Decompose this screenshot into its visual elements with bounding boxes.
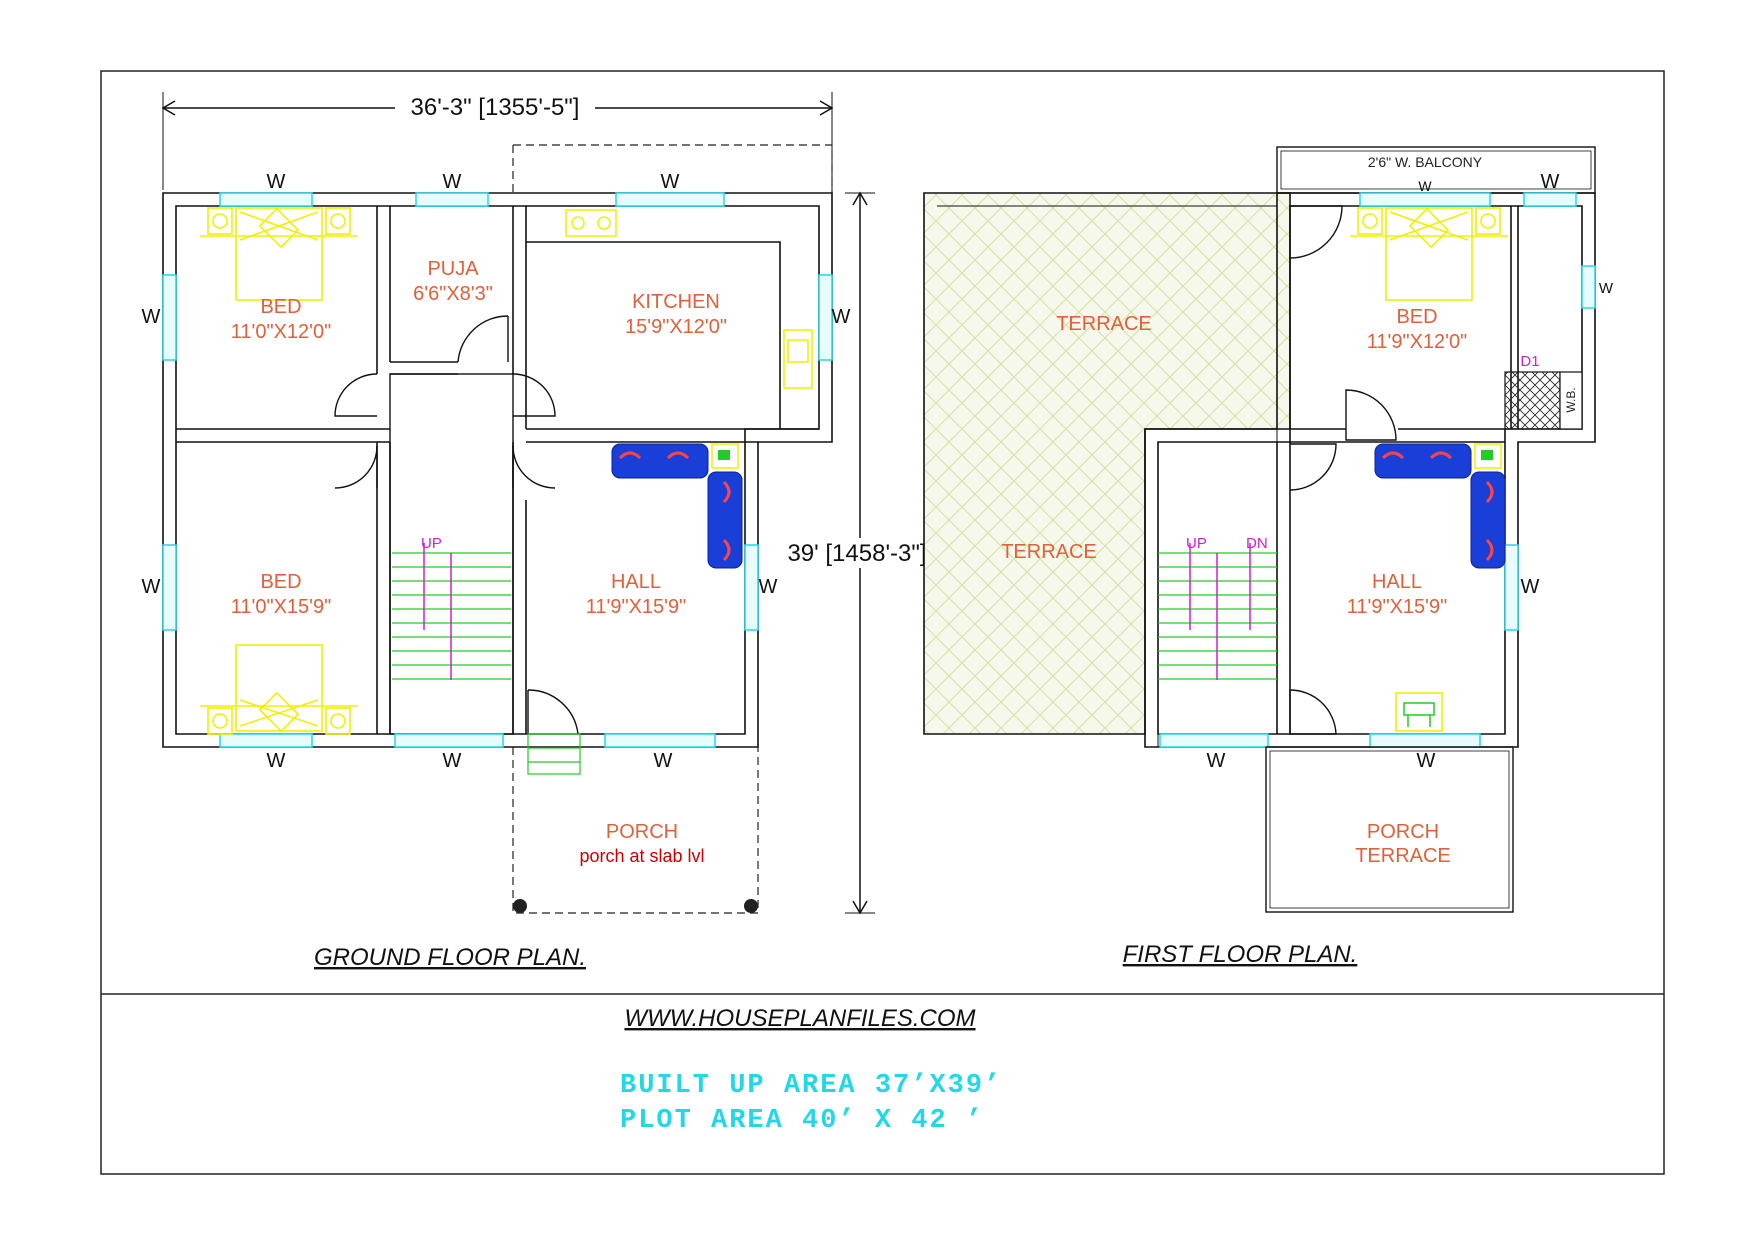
room-size: 11'0"X12'0" <box>231 321 331 343</box>
window-label: W <box>1541 171 1560 193</box>
room-size: 11'9"X15'9" <box>1347 596 1447 618</box>
ground-windows <box>162 192 833 748</box>
window-label: W <box>832 306 851 328</box>
terrace-label: TERRACE <box>1001 541 1097 563</box>
window-label: W <box>142 576 161 598</box>
window-label: W <box>267 171 286 193</box>
stove-icon <box>565 209 617 237</box>
tv-unit-icon <box>1395 692 1443 732</box>
ground-doors <box>334 315 579 735</box>
window-label: W <box>1417 750 1436 772</box>
room-size: 11'9"X12'0" <box>1367 331 1467 353</box>
room-size: 15'9"X12'0" <box>625 316 727 338</box>
first-stair-down-label: DN <box>1246 535 1268 552</box>
ground-floor-plan: 36'-3" [1355'-5"] 39' [1458'-3"] <box>142 90 935 971</box>
window-label: W <box>1207 750 1226 772</box>
wash-basin-tag: W.B. <box>1564 387 1578 412</box>
room-name: BED <box>260 296 301 318</box>
room-name: HALL <box>1372 571 1422 593</box>
room-name: BED <box>260 571 301 593</box>
porch-terrace-label: TERRACE <box>1355 845 1451 867</box>
window-label: W <box>443 171 462 193</box>
first-windows <box>1159 192 1596 748</box>
ground-stair-up-label: UP <box>421 535 442 552</box>
window-label: W <box>142 306 161 328</box>
first-doors <box>1289 205 1397 735</box>
room-size: 6'6"X8'3" <box>413 283 493 305</box>
website-label: WWW.HOUSEPLANFILES.COM <box>624 1005 975 1032</box>
room-name: BED <box>1396 306 1437 328</box>
first-floor-plan: TERRACE TERRACE 2'6" W. BALCONY W.B. D1 <box>923 146 1614 968</box>
ground-walls <box>162 192 833 748</box>
bed-icon <box>200 207 358 301</box>
first-floor-title: FIRST FLOOR PLAN. <box>1123 941 1358 968</box>
porch-note: porch at slab lvl <box>579 846 704 866</box>
room-name: PUJA <box>427 258 479 280</box>
terrace-label: TERRACE <box>1056 313 1152 335</box>
window-label: W <box>1521 576 1540 598</box>
room-name: KITCHEN <box>632 291 720 313</box>
window-label: W <box>1418 178 1432 194</box>
sheet-border <box>100 70 1665 1175</box>
window-label: W <box>267 750 286 772</box>
ground-floor-title: GROUND FLOOR PLAN. <box>314 944 586 971</box>
window-label: W <box>443 750 462 772</box>
porch-terrace <box>1265 746 1514 913</box>
room-size: 11'9"X15'9" <box>586 596 686 618</box>
bed-icon <box>200 644 358 735</box>
porch-outline <box>512 747 759 914</box>
depth-dimension-label: 39' [1458'-3"] <box>787 540 926 567</box>
porch-terrace-label: PORCH <box>1367 821 1439 843</box>
window-label: W <box>1599 280 1614 297</box>
wash-basin-icon <box>1504 371 1561 430</box>
sink-icon <box>783 329 813 389</box>
window-label: W <box>654 750 673 772</box>
width-dimension-label: 36'-3" [1355'-5"] <box>411 94 580 121</box>
bed-icon <box>1350 207 1508 301</box>
sofa-icon <box>1374 443 1506 569</box>
built-up-area: BUILT UP AREA 37’X39’ <box>620 1071 1002 1101</box>
door-tag: D1 <box>1520 353 1539 370</box>
balcony-label: 2'6" W. BALCONY <box>1368 154 1483 170</box>
terrace-area <box>923 192 1291 735</box>
room-name: PORCH <box>606 821 678 843</box>
plot-area: PLOT AREA 40’ X 42 ’ <box>620 1106 984 1136</box>
room-size: 11'0"X15'9" <box>231 596 331 618</box>
sofa-icon <box>611 443 743 569</box>
room-name: HALL <box>611 571 661 593</box>
first-stair-up-label: UP <box>1186 535 1207 552</box>
window-label: W <box>759 576 778 598</box>
entry-step <box>527 733 581 775</box>
window-label: W <box>661 171 680 193</box>
